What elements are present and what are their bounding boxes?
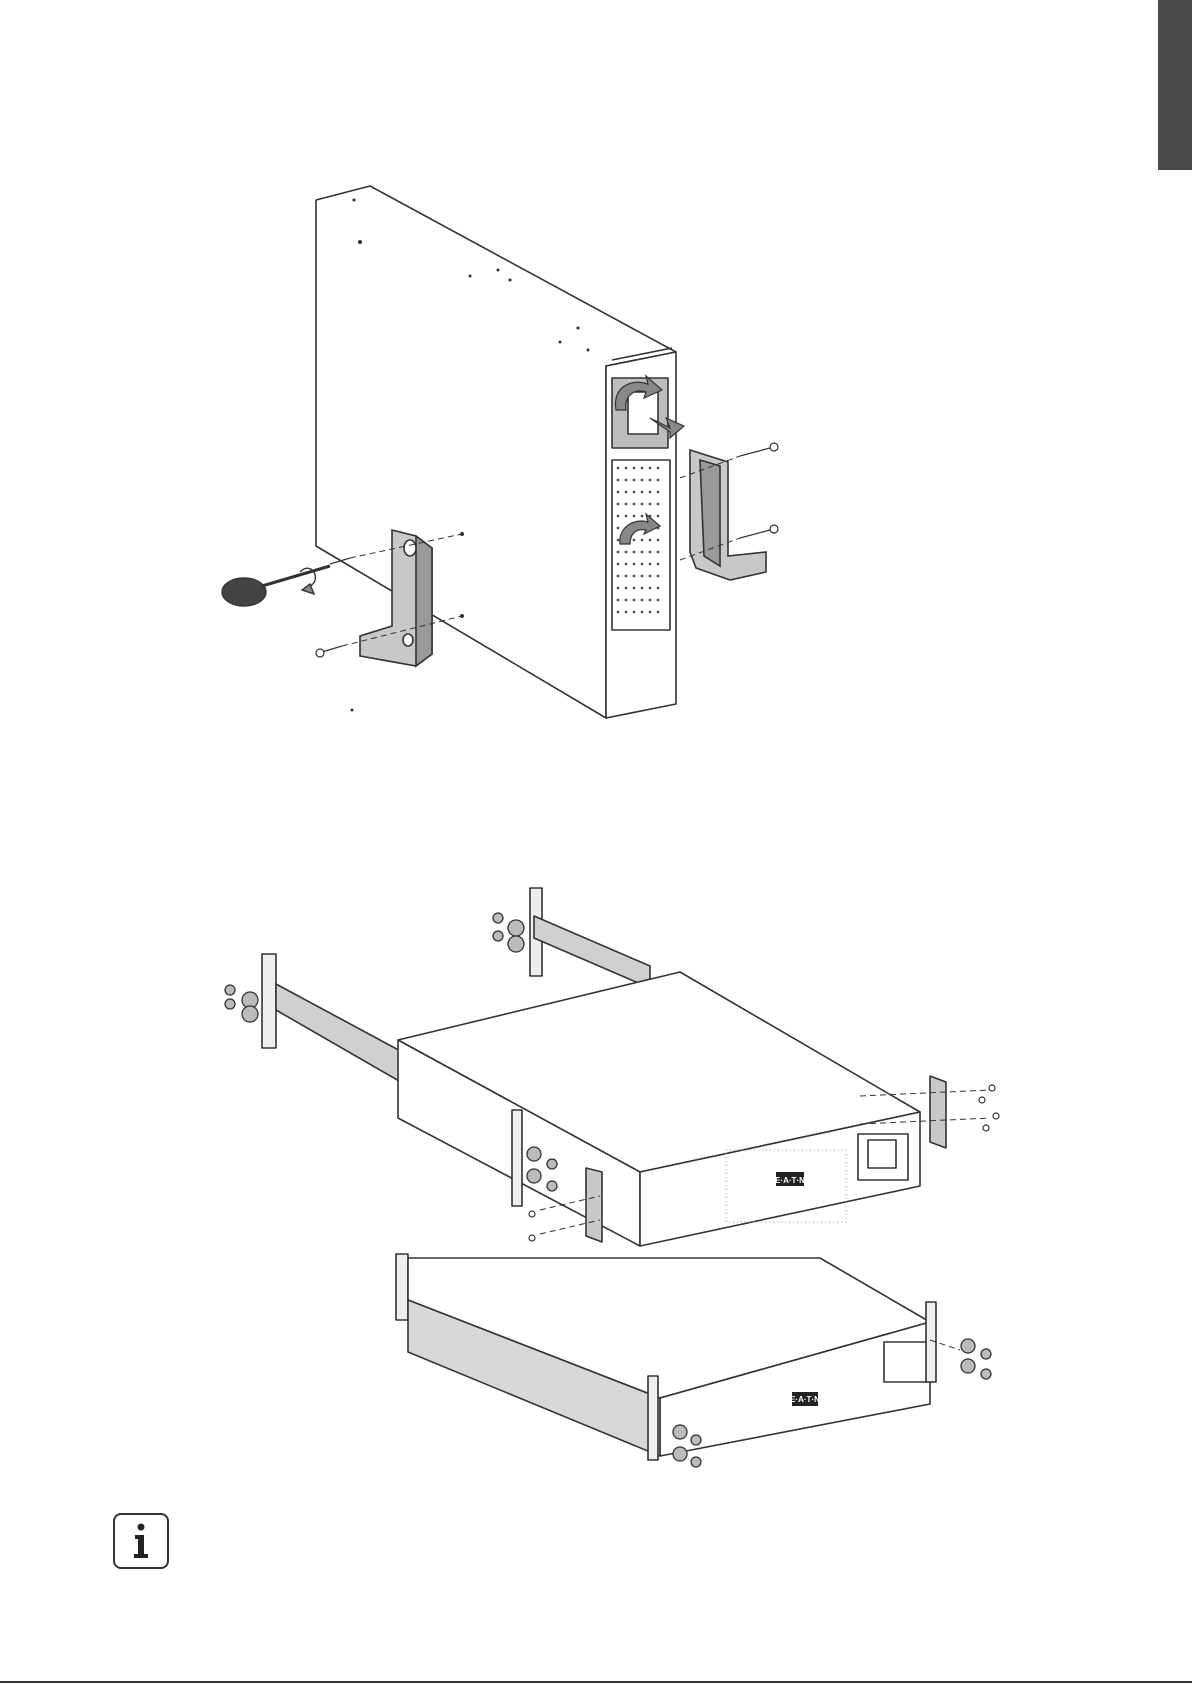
brand-logo: E·A·T·N <box>790 1392 820 1406</box>
footer-rule <box>0 1681 1192 1683</box>
rack-mount-illustration: E·A·T·N E·A·T·N <box>0 0 1192 1480</box>
svg-text:E·A·T·N: E·A·T·N <box>790 1395 820 1404</box>
brand-logo: E·A·T·N <box>775 1172 805 1186</box>
info-icon <box>113 1513 169 1569</box>
svg-text:E·A·T·N: E·A·T·N <box>775 1176 805 1185</box>
